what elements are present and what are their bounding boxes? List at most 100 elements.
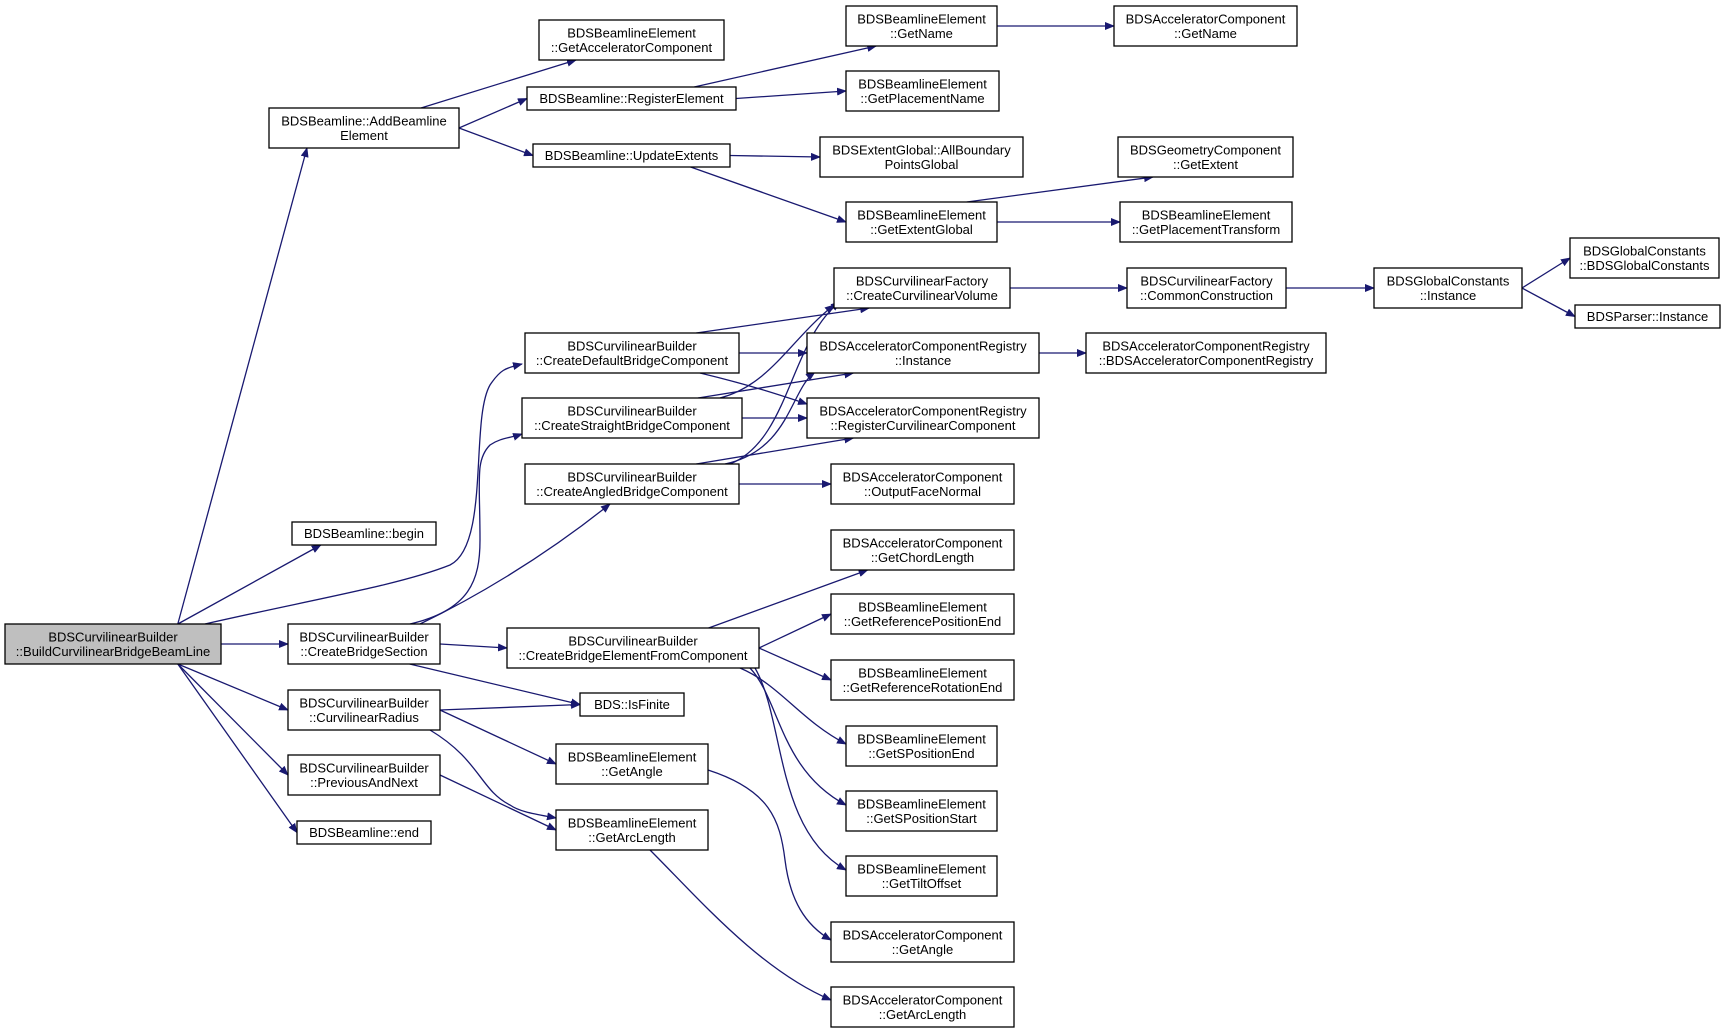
node-accname[interactable]: BDSAcceleratorComponent::GetName bbox=[1113, 5, 1298, 47]
node-reginst[interactable]: BDSAcceleratorComponentRegistry::Instanc… bbox=[806, 332, 1040, 374]
edge-path bbox=[204, 362, 523, 625]
node-regel[interactable]: BDSBeamline::RegisterElement bbox=[526, 86, 737, 111]
node-cvol[interactable]: BDSCurvilinearFactory::CreateCurvilinear… bbox=[833, 267, 1011, 309]
edge-path bbox=[696, 435, 855, 465]
edge-add-to-getacc bbox=[420, 58, 577, 109]
node-placetr[interactable]: BDSBeamlineElement::GetPlacementTransfor… bbox=[1119, 201, 1293, 243]
edge-path bbox=[696, 305, 871, 334]
node-tilt[interactable]: BDSBeamlineElement::GetTiltOffset bbox=[845, 855, 998, 897]
edge-prevnext-to-arclen bbox=[439, 774, 557, 831]
node-cstr[interactable]: BDSCurvilinearBuilder::CreateStraightBri… bbox=[521, 397, 743, 439]
node-refpos[interactable]: BDSBeamlineElement::GetReferencePosition… bbox=[830, 593, 1015, 635]
node-regctor[interactable]: BDSAcceleratorComponentRegistry::BDSAcce… bbox=[1085, 332, 1327, 374]
node-box bbox=[830, 659, 1015, 701]
node-curvrad[interactable]: BDSCurvilinearBuilder::CurvilinearRadius bbox=[287, 689, 441, 731]
node-box bbox=[287, 754, 441, 796]
node-getname[interactable]: BDSBeamlineElement::GetName bbox=[845, 5, 998, 47]
node-label: ::CreateBridgeElementFromComponent bbox=[518, 648, 747, 663]
node-box bbox=[830, 463, 1015, 505]
node-cdef[interactable]: BDSCurvilinearBuilder::CreateDefaultBrid… bbox=[524, 332, 740, 374]
node-arclen[interactable]: BDSBeamlineElement::GetArcLength bbox=[555, 809, 709, 851]
node-label: BDSCurvilinearBuilder bbox=[567, 338, 697, 353]
node-end[interactable]: BDSBeamline::end bbox=[296, 820, 432, 845]
node-regcurv[interactable]: BDSAcceleratorComponentRegistry::Registe… bbox=[806, 397, 1040, 439]
node-box bbox=[555, 743, 709, 785]
node-outface[interactable]: BDSAcceleratorComponent::OutputFaceNorma… bbox=[830, 463, 1015, 505]
node-label: ::CreateStraightBridgeComponent bbox=[534, 418, 730, 433]
node-box bbox=[845, 70, 1000, 112]
node-gcctor[interactable]: BDSGlobalConstants::BDSGlobalConstants bbox=[1569, 237, 1720, 279]
node-box bbox=[806, 397, 1040, 439]
node-label: BDSGlobalConstants bbox=[1387, 273, 1510, 288]
node-label: ::GetPlacementName bbox=[860, 91, 984, 106]
node-label: ::CreateCurvilinearVolume bbox=[846, 288, 998, 303]
node-label: BDSAcceleratorComponent bbox=[843, 535, 1003, 550]
edge-regel-to-getname bbox=[694, 44, 878, 88]
node-label: ::GetAngle bbox=[892, 942, 953, 957]
node-label: ::GetAngle bbox=[601, 764, 662, 779]
node-prevnext[interactable]: BDSCurvilinearBuilder::PreviousAndNext bbox=[287, 754, 441, 796]
node-box bbox=[845, 725, 998, 767]
edge-curvrad-to-isfinite bbox=[439, 700, 581, 711]
node-geoext[interactable]: BDSGeometryComponent::GetExtent bbox=[1117, 136, 1294, 178]
edge-root-to-prevnext bbox=[177, 663, 289, 776]
edge-path bbox=[649, 849, 832, 1001]
edge-extglob-to-geoext bbox=[966, 174, 1154, 203]
node-bfromc[interactable]: BDSCurvilinearBuilder::CreateBridgeEleme… bbox=[506, 627, 760, 669]
node-isfinite[interactable]: BDS::IsFinite bbox=[579, 692, 685, 717]
node-getacc[interactable]: BDSBeamlineElement::GetAcceleratorCompon… bbox=[538, 19, 725, 61]
node-cang[interactable]: BDSCurvilinearBuilder::CreateAngledBridg… bbox=[524, 463, 740, 505]
node-label: ::GetTiltOffset bbox=[882, 876, 962, 891]
node-extglob[interactable]: BDSBeamlineElement::GetExtentGlobal bbox=[845, 201, 998, 243]
node-label: BDSExtentGlobal::AllBoundary bbox=[832, 142, 1011, 157]
edge-add-to-upd bbox=[458, 127, 534, 157]
node-box bbox=[845, 5, 998, 47]
edge-path bbox=[409, 663, 581, 707]
node-parser[interactable]: BDSParser::Instance bbox=[1574, 304, 1721, 329]
node-box bbox=[845, 790, 998, 832]
edge-path bbox=[690, 166, 847, 223]
node-refrot[interactable]: BDSBeamlineElement::GetReferenceRotation… bbox=[830, 659, 1015, 701]
edge-bridge-to-isfinite bbox=[409, 663, 581, 707]
node-gcinst[interactable]: BDSGlobalConstants::Instance bbox=[1373, 267, 1523, 309]
node-sposend[interactable]: BDSBeamlineElement::GetSPositionEnd bbox=[845, 725, 998, 767]
edge-path bbox=[1521, 287, 1576, 318]
node-label: BDSBeamline::begin bbox=[304, 526, 424, 541]
node-begin[interactable]: BDSBeamline::begin bbox=[291, 521, 437, 546]
edge-path bbox=[177, 147, 309, 625]
edge-getangle-to-accangle bbox=[707, 769, 832, 941]
node-chord[interactable]: BDSAcceleratorComponent::GetChordLength bbox=[830, 529, 1015, 571]
node-bridge[interactable]: BDSCurvilinearBuilder::CreateBridgeSecti… bbox=[287, 623, 441, 665]
node-box bbox=[555, 809, 709, 851]
node-box bbox=[521, 397, 743, 439]
edge-bridge-to-cstr bbox=[409, 433, 523, 625]
node-label: BDSGlobalConstants bbox=[1583, 243, 1706, 258]
node-label: PointsGlobal bbox=[885, 157, 959, 172]
edge-upd-to-allbound bbox=[729, 152, 821, 161]
node-label: BDSBeamlineElement bbox=[857, 207, 986, 222]
node-label: ::GetArcLength bbox=[588, 830, 675, 845]
node-sposstart[interactable]: BDSBeamlineElement::GetSPositionStart bbox=[845, 790, 998, 832]
node-label: ::BDSGlobalConstants bbox=[1579, 258, 1710, 273]
node-label: BDSAcceleratorComponentRegistry bbox=[819, 338, 1027, 353]
node-box bbox=[830, 529, 1015, 571]
node-accarc[interactable]: BDSAcceleratorComponent::GetArcLength bbox=[830, 986, 1015, 1028]
edge-root-to-cdef bbox=[204, 362, 523, 625]
node-label: ::BDSAcceleratorComponentRegistry bbox=[1099, 353, 1314, 368]
node-label: ::BuildCurvilinearBridgeBeamLine bbox=[16, 644, 210, 659]
edge-path bbox=[749, 667, 847, 806]
node-placename[interactable]: BDSBeamlineElement::GetPlacementName bbox=[845, 70, 1000, 112]
node-getangle[interactable]: BDSBeamlineElement::GetAngle bbox=[555, 743, 709, 785]
node-accangle[interactable]: BDSAcceleratorComponent::GetAngle bbox=[830, 921, 1015, 963]
edge-path bbox=[1521, 257, 1571, 289]
node-root[interactable]: BDSCurvilinearBuilder::BuildCurvilinearB… bbox=[4, 623, 222, 665]
node-box bbox=[296, 820, 432, 845]
edge-gcinst-to-parser bbox=[1521, 287, 1576, 318]
node-upd[interactable]: BDSBeamline::UpdateExtents bbox=[532, 143, 731, 168]
node-label: BDSAcceleratorComponent bbox=[843, 927, 1003, 942]
node-common[interactable]: BDSCurvilinearFactory::CommonConstructio… bbox=[1126, 267, 1287, 309]
node-label: ::CurvilinearRadius bbox=[309, 710, 419, 725]
node-label: BDSCurvilinearFactory bbox=[1140, 273, 1273, 288]
